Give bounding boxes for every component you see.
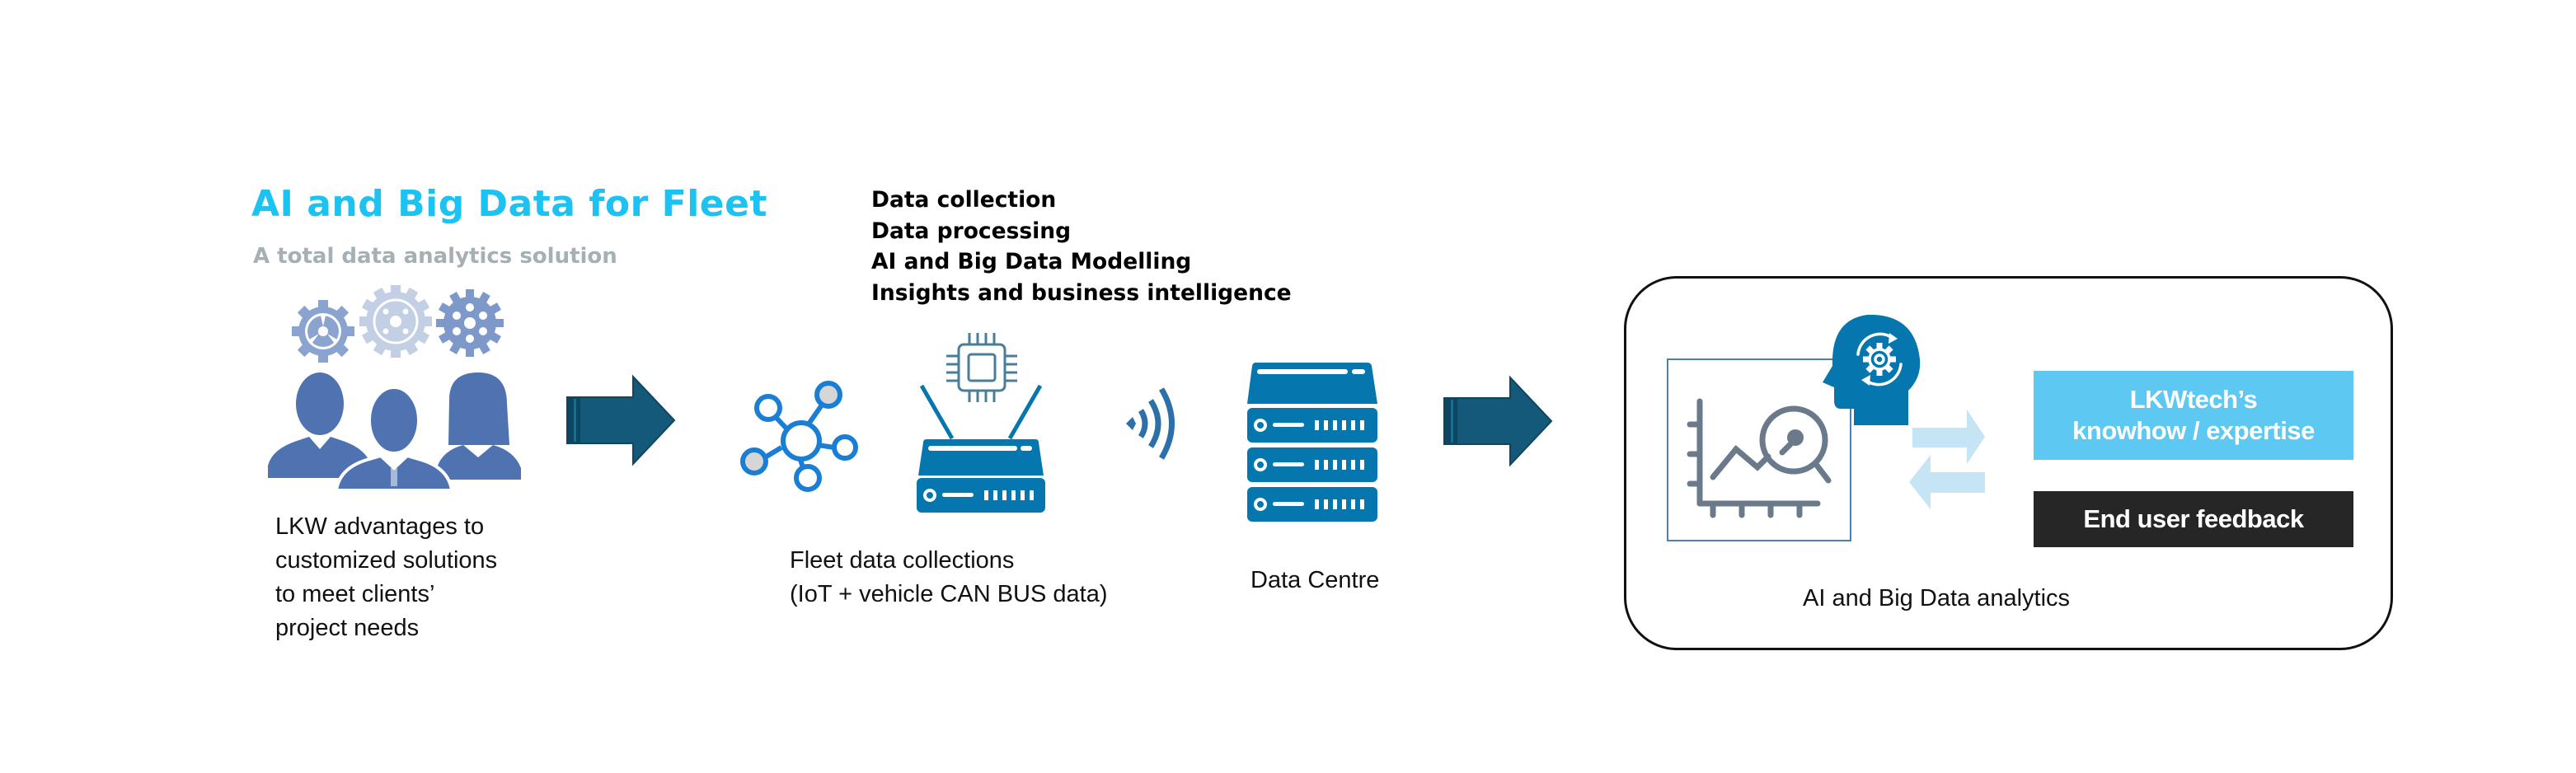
- process-steps-list: Data collection Data processing AI and B…: [871, 185, 1292, 308]
- caption-line: LKW advantages to: [275, 513, 485, 540]
- gear-icon: [359, 285, 432, 358]
- team-with-gears-icon: [268, 285, 521, 492]
- right-arrow-icon: [1912, 410, 1985, 464]
- flow-arrow-icon: [566, 374, 676, 466]
- fleet-caption: Fleet data collections (IoT + vehicle CA…: [790, 544, 1107, 611]
- process-step: Data collection: [871, 187, 1057, 213]
- gear-icon: [436, 289, 504, 357]
- process-step: Data processing: [871, 218, 1072, 244]
- server-unit: [1247, 408, 1377, 443]
- caption-line: to meet clients’: [275, 581, 435, 607]
- gear-icon: [292, 300, 354, 363]
- exchange-arrows-icon: [1909, 410, 1985, 509]
- server-unit: [1247, 487, 1377, 522]
- server-rack-icon: [1247, 363, 1377, 522]
- knowhow-line: knowhow / expertise: [2072, 416, 2315, 445]
- caption-line: Fleet data collections: [790, 547, 1015, 574]
- chart-magnifier-icon: [1667, 358, 1851, 541]
- person-icon: [437, 372, 521, 480]
- process-step: Insights and business intelligence: [871, 279, 1292, 306]
- diagram-subtitle: A total data analytics solution: [253, 244, 617, 269]
- caption-line: project needs: [275, 615, 420, 641]
- caption-line: (IoT + vehicle CAN BUS data): [790, 581, 1108, 607]
- chip-icon: [946, 333, 1017, 402]
- analytics-caption: AI and Big Data analytics: [1803, 585, 2071, 611]
- ai-head-gear-icon: [1823, 314, 1921, 425]
- diagram-title: AI and Big Data for Fleet: [251, 183, 768, 225]
- network-nodes-icon: [740, 381, 858, 492]
- flow-arrow-icon: [1443, 375, 1553, 467]
- router-icon: [917, 384, 1045, 513]
- server-unit: [1247, 447, 1377, 482]
- end-user-feedback-box: End user feedback: [2034, 491, 2353, 547]
- person-icon: [268, 372, 371, 478]
- tie-icon: [391, 468, 397, 486]
- people-caption: LKW advantages to customized solutions t…: [275, 510, 497, 645]
- analytics-panel: [1624, 276, 2393, 650]
- knowhow-box: LKWtech’s knowhow / expertise: [2034, 371, 2353, 460]
- left-arrow-icon: [1909, 455, 1985, 509]
- data-centre-caption: Data Centre: [1250, 567, 1380, 593]
- process-step: AI and Big Data Modelling: [871, 249, 1192, 274]
- caption-line: customized solutions: [275, 547, 498, 574]
- wireless-signal-icon: [1126, 387, 1175, 460]
- knowhow-line: LKWtech’s: [2129, 385, 2258, 414]
